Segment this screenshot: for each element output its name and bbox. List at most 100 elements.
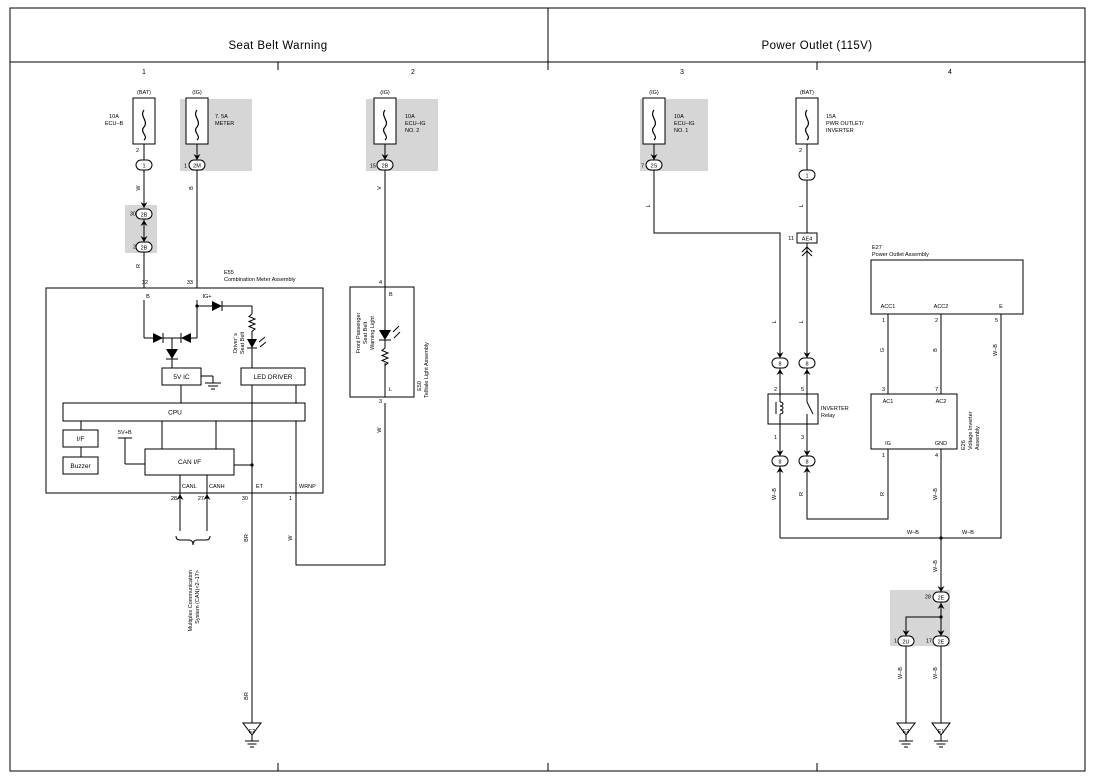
telltale-light-assembly: V 4 B L Front Passenger Seat Belt Warnin… — [349, 170, 430, 405]
inverter-relay: 8 8 2 5 INVERTER Relay 1 3 8 8 W–B R — [767, 352, 889, 538]
column-number-2: 2 — [411, 69, 415, 76]
svg-text:ET: ET — [256, 484, 264, 490]
svg-text:5V+B: 5V+B — [118, 430, 132, 436]
svg-text:LED DRIVER: LED DRIVER — [253, 374, 292, 381]
svg-text:E2: E2 — [249, 729, 256, 735]
svg-text:Combination Meter Assembly: Combination Meter Assembly — [224, 277, 296, 283]
svg-text:NO. 1: NO. 1 — [674, 128, 688, 134]
svg-text:W–B: W–B — [993, 344, 999, 356]
svg-text:L: L — [799, 204, 805, 207]
svg-text:W–B: W–B — [933, 560, 939, 572]
fuse-pwr-outlet-inverter: (BAT) 15A PWR OUTLET/ INVERTER 2 1 — [795, 90, 864, 181]
svg-text:2E: 2E — [938, 596, 945, 602]
svg-text:3: 3 — [882, 387, 885, 393]
svg-text:(IG): (IG) — [649, 90, 659, 96]
svg-text:Assembly: Assembly — [975, 426, 981, 450]
svg-text:(IG): (IG) — [380, 90, 390, 96]
svg-text:IG+: IG+ — [202, 294, 211, 300]
svg-text:10A: 10A — [109, 114, 119, 120]
svg-text:28: 28 — [925, 595, 931, 601]
svg-text:1: 1 — [882, 318, 885, 324]
svg-text:5V IC: 5V IC — [173, 374, 190, 381]
svg-text:G: G — [880, 348, 886, 352]
svg-text:METER: METER — [215, 121, 234, 127]
svg-text:INVERTER: INVERTER — [821, 406, 849, 412]
svg-text:5: 5 — [995, 318, 998, 324]
svg-text:CANH: CANH — [209, 484, 225, 490]
header-power-outlet: Power Outlet (115V) — [762, 40, 873, 52]
svg-text:W–B: W–B — [962, 530, 974, 536]
svg-text:10A: 10A — [405, 114, 415, 120]
svg-text:L: L — [799, 320, 805, 323]
svg-text:Seat Belt: Seat Belt — [363, 321, 369, 344]
svg-text:ACC1: ACC1 — [881, 304, 896, 310]
svg-text:8: 8 — [778, 362, 781, 368]
header-seat-belt-warning: Seat Belt Warning — [228, 40, 327, 52]
svg-text:(IG): (IG) — [192, 90, 202, 96]
combination-meter-assembly: E55 Combination Meter Assembly 32 33 B I… — [45, 270, 324, 502]
svg-text:7. 5A: 7. 5A — [215, 114, 228, 120]
svg-text:8: 8 — [805, 362, 808, 368]
svg-text:PWR OUTLET/: PWR OUTLET/ — [826, 121, 864, 127]
svg-text:W–B: W–B — [772, 488, 778, 500]
svg-text:3: 3 — [801, 435, 804, 441]
svg-text:R: R — [136, 264, 142, 268]
svg-text:2: 2 — [133, 245, 136, 251]
svg-text:B: B — [389, 292, 393, 298]
svg-text:W–B: W–B — [933, 667, 939, 679]
svg-text:W–B: W–B — [907, 530, 919, 536]
svg-text:1: 1 — [774, 435, 777, 441]
svg-text:Warning Light: Warning Light — [370, 316, 376, 350]
fuse-ecu-ig-no2: (IG) 10A ECU–IG NO. 2 15 2B — [370, 90, 425, 171]
svg-text:4: 4 — [379, 280, 382, 286]
svg-text:AC1: AC1 — [883, 399, 894, 405]
svg-text:AC2: AC2 — [936, 399, 947, 405]
fuse-ecu-b: (BAT) 10A ECU–B 2 1 — [105, 90, 156, 171]
svg-text:W–B: W–B — [898, 667, 904, 679]
svg-text:Buzzer: Buzzer — [70, 463, 91, 470]
svg-text:V: V — [377, 186, 383, 190]
svg-text:1: 1 — [805, 174, 808, 180]
svg-text:2M: 2M — [193, 164, 201, 170]
svg-text:W: W — [377, 427, 383, 433]
svg-text:B: B — [933, 348, 939, 352]
svg-text:17: 17 — [926, 639, 932, 645]
svg-text:(BAT): (BAT) — [137, 90, 151, 96]
seat-belt-wiring: W 30 2B 2 2B R B — [130, 170, 198, 288]
svg-text:CAN I/F: CAN I/F — [178, 459, 201, 466]
svg-text:Power Outlet Assembly: Power Outlet Assembly — [872, 252, 929, 258]
svg-text:Seat Belt: Seat Belt — [240, 331, 246, 354]
svg-text:7: 7 — [641, 164, 644, 170]
svg-text:NO. 2: NO. 2 — [405, 128, 419, 134]
svg-text:1: 1 — [142, 164, 145, 170]
svg-text:1: 1 — [894, 639, 897, 645]
power-outlet-assembly: E27 Power Outlet Assembly ACC1 ACC2 E 1 … — [780, 245, 1024, 539]
svg-text:Telltale Light Assembly: Telltale Light Assembly — [424, 342, 430, 398]
svg-text:2: 2 — [799, 148, 802, 154]
svg-text:IG: IG — [885, 441, 891, 447]
svg-text:2B: 2B — [382, 164, 389, 170]
svg-text:ECU–IG: ECU–IG — [405, 121, 425, 127]
svg-text:2S: 2S — [651, 164, 658, 170]
svg-text:AE4: AE4 — [802, 237, 812, 243]
svg-text:5: 5 — [801, 387, 804, 393]
svg-text:I/F: I/F — [77, 436, 85, 443]
svg-text:30: 30 — [130, 212, 136, 218]
svg-text:L: L — [772, 320, 778, 323]
relay-coil-feed: L L — [646, 170, 781, 358]
svg-text:10A: 10A — [674, 114, 684, 120]
svg-text:2: 2 — [935, 318, 938, 324]
svg-text:System (CAN)<2–17>: System (CAN)<2–17> — [195, 570, 201, 624]
svg-text:8: 8 — [805, 460, 808, 466]
svg-text:1: 1 — [289, 496, 292, 502]
svg-text:E55: E55 — [224, 270, 234, 276]
svg-text:CPU: CPU — [168, 410, 182, 417]
pwr-outlet-feed: L 11 AE4 L — [788, 180, 818, 358]
svg-text:1: 1 — [184, 164, 187, 170]
svg-text:3: 3 — [379, 399, 382, 405]
svg-text:27: 27 — [198, 496, 204, 502]
svg-text:2: 2 — [136, 148, 139, 154]
svg-text:4: 4 — [935, 453, 938, 459]
svg-text:28: 28 — [171, 496, 177, 502]
